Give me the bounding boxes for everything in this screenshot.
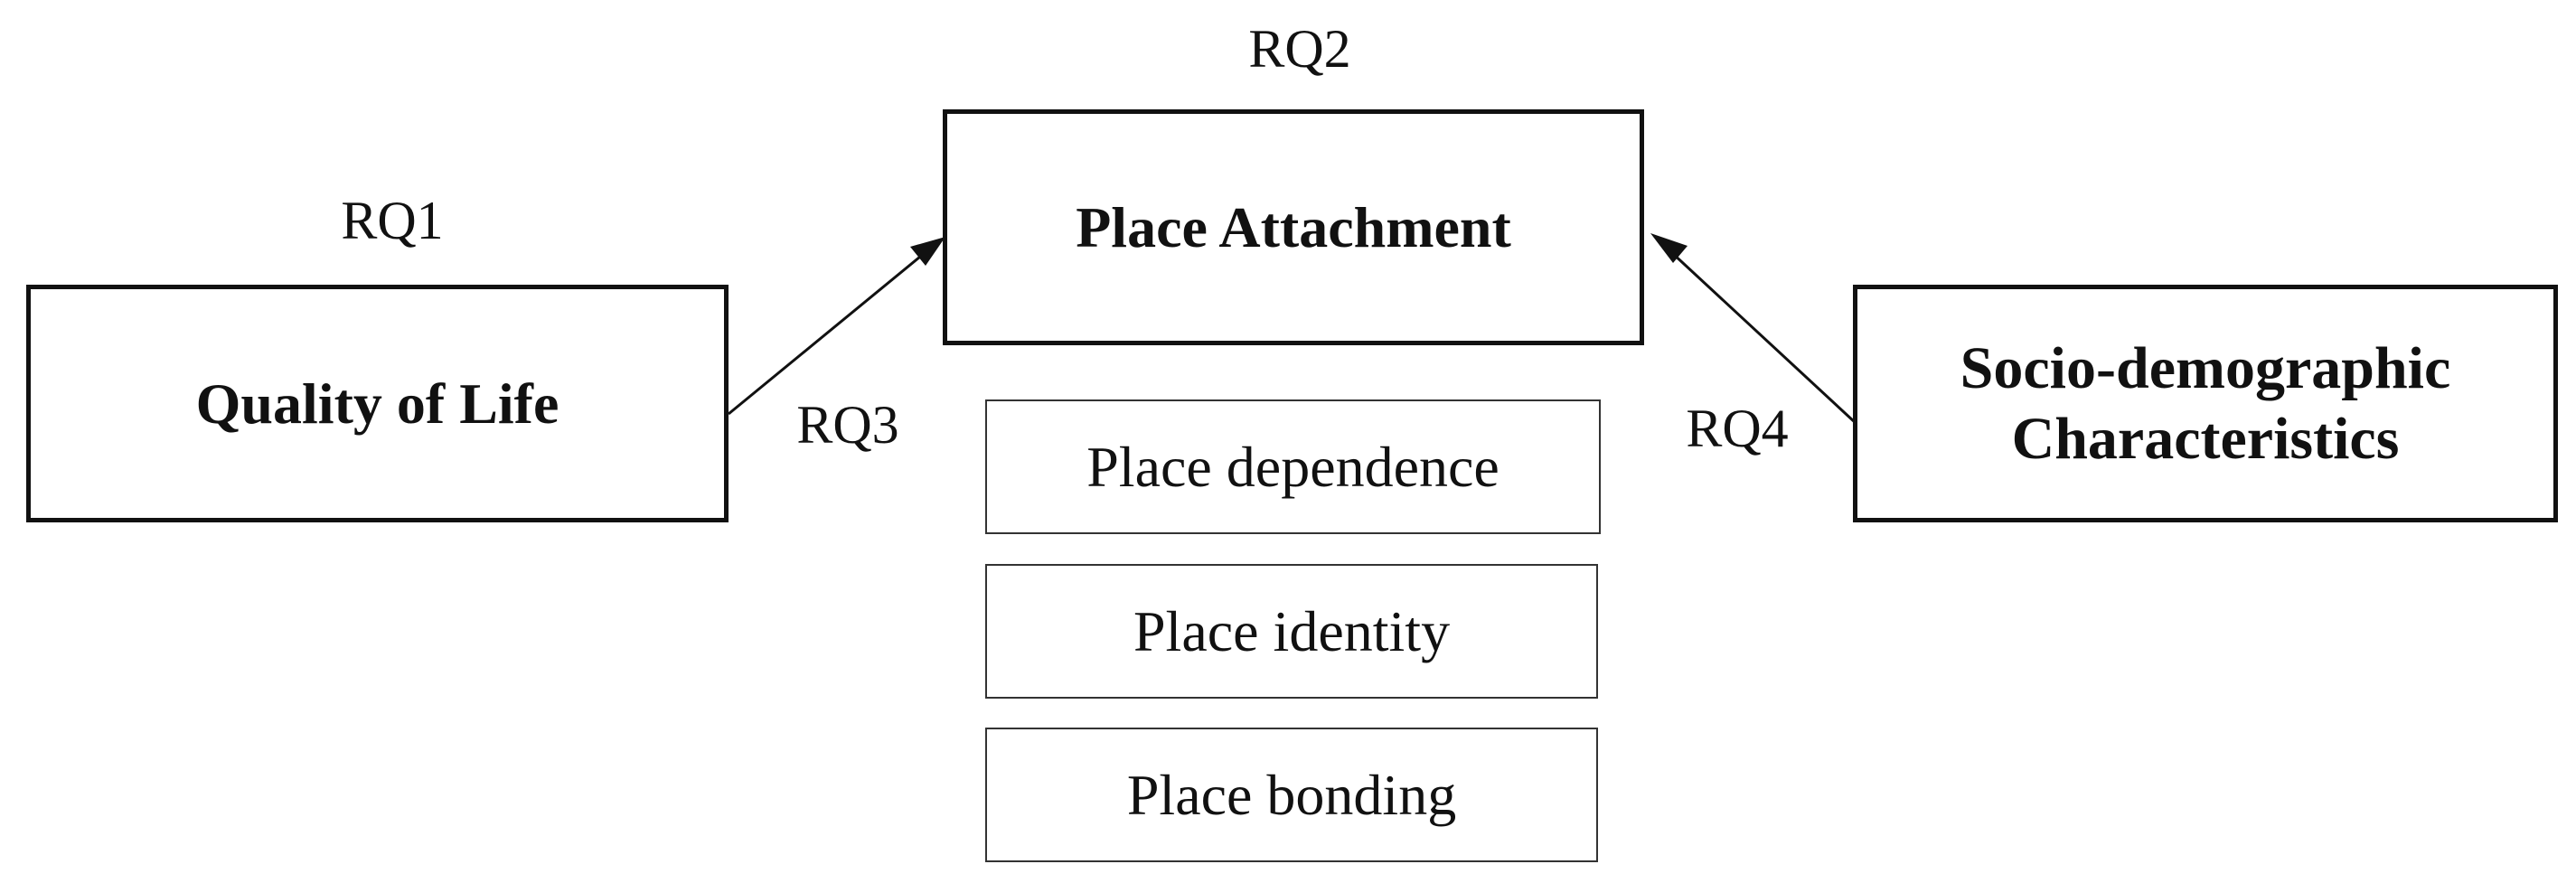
dimension-label: Place bonding xyxy=(1126,762,1457,827)
dimension-place-identity: Place identity xyxy=(985,564,1598,699)
place-attachment-box: Place Attachment xyxy=(943,109,1644,345)
dimension-place-dependence: Place dependence xyxy=(985,399,1601,534)
socio-demographic-title-line2: Characteristics xyxy=(2011,405,2400,472)
rq2-label: RQ2 xyxy=(1248,19,1351,79)
dimension-label: Place dependence xyxy=(1086,434,1500,499)
rq1-label: RQ1 xyxy=(341,191,444,250)
place-attachment-title: Place Attachment xyxy=(1076,194,1511,259)
rq4-label: RQ4 xyxy=(1686,399,1789,458)
socio-demographic-title: Socio-demographic Characteristics xyxy=(1960,333,2451,474)
arrow-qol-to-place-attachment xyxy=(728,237,945,416)
socio-demographic-title-line1: Socio-demographic xyxy=(1960,334,2451,401)
arrow-socio-to-place-attachment xyxy=(1650,233,1857,425)
rq3-label: RQ3 xyxy=(796,395,899,455)
dimension-place-bonding: Place bonding xyxy=(985,728,1598,862)
quality-of-life-box: Quality of Life xyxy=(26,285,729,522)
quality-of-life-title: Quality of Life xyxy=(195,371,559,436)
socio-demographic-box: Socio-demographic Characteristics xyxy=(1853,285,2558,522)
dimension-label: Place identity xyxy=(1133,598,1451,663)
